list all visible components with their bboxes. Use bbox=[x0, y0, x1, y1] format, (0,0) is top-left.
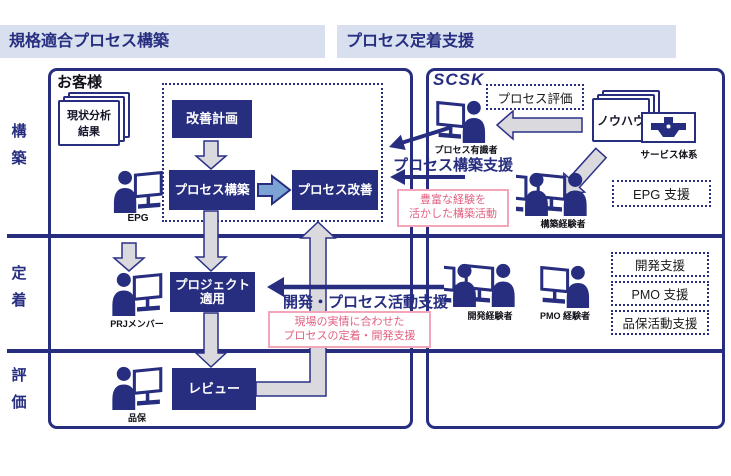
service-system-label: サービス体系 bbox=[640, 150, 698, 161]
process-expert-label: プロセス有識者 bbox=[434, 145, 498, 155]
customer-title: お客様 bbox=[57, 74, 103, 91]
note-establish-line1: 現場の実情に合わせた bbox=[294, 315, 405, 328]
step-improvement-plan: 改善計画 bbox=[172, 100, 252, 138]
support-box-pmo: PMO 支援 bbox=[611, 281, 709, 306]
step-process-improve: プロセス改善 bbox=[292, 170, 378, 210]
epg-support-box: EPG 支援 bbox=[612, 180, 711, 207]
build-support-label: プロセス構築支援 bbox=[393, 157, 514, 174]
scsk-logo: SCSK bbox=[433, 70, 485, 89]
dev-experts-label: 開発経験者 bbox=[467, 311, 513, 321]
header-build-process: 規格適合プロセス構築 bbox=[0, 25, 325, 58]
epg-person-icon bbox=[112, 170, 164, 213]
build-experts-label: 構築経験者 bbox=[540, 219, 586, 229]
step-process-build: プロセス構築 bbox=[169, 170, 255, 210]
phase-evaluate-label: 評価 bbox=[11, 367, 27, 411]
dev-experts-icon bbox=[444, 263, 536, 307]
note-establish-support: 現場の実情に合わせた プロセスの定着・開発支援 bbox=[268, 311, 431, 348]
process-eval-box: プロセス評価 bbox=[486, 84, 584, 110]
scsk-box bbox=[426, 68, 725, 429]
analysis-doc-line1: 現状分析 bbox=[67, 110, 111, 122]
analysis-doc-line2: 結果 bbox=[78, 126, 100, 138]
service-system-box bbox=[641, 112, 696, 143]
dev-support-label: 開発・プロセス活動支援 bbox=[283, 294, 449, 311]
step-review: レビュー bbox=[172, 368, 256, 410]
epg-label: EPG bbox=[127, 213, 149, 224]
divider-establish-evaluate bbox=[7, 349, 725, 353]
analysis-doc-stack: 現状分析 結果 bbox=[58, 92, 134, 152]
header-establish-support: プロセス定着支援 bbox=[337, 25, 676, 58]
note-build-line2: 活かした構築活動 bbox=[409, 208, 497, 220]
qa-label: 品保 bbox=[127, 413, 146, 423]
note-build-activity: 豊富な経験を 活かした構築活動 bbox=[397, 189, 509, 227]
phase-build-label: 構築 bbox=[11, 123, 27, 167]
qa-person-icon bbox=[110, 366, 164, 410]
pmo-expert-label: PMO 経験者 bbox=[539, 311, 590, 321]
service-system-icon bbox=[651, 117, 686, 137]
prj-member-icon bbox=[110, 272, 164, 316]
step-project-apply: プロジェクト 適用 bbox=[170, 272, 255, 312]
process-expert-icon bbox=[434, 100, 488, 143]
header-right-label: プロセス定着支援 bbox=[346, 33, 475, 50]
build-experts-icon bbox=[516, 172, 608, 216]
support-box-dev: 開発支援 bbox=[611, 252, 709, 277]
knowhow-sheet-front: ノウハウ bbox=[592, 98, 650, 142]
support-box-qa: 品保活動支援 bbox=[611, 310, 709, 335]
customer-box bbox=[48, 68, 413, 429]
divider-build-establish bbox=[7, 234, 725, 238]
note-build-line1: 豊富な経験を bbox=[420, 194, 486, 207]
knowhow-label: ノウハウ bbox=[596, 113, 645, 128]
analysis-doc-sheet-front: 現状分析 結果 bbox=[58, 100, 120, 146]
header-left-label: 規格適合プロセス構築 bbox=[9, 33, 170, 50]
step-project-apply-line2: 適用 bbox=[199, 292, 225, 306]
note-establish-line2: プロセスの定着・開発支援 bbox=[283, 329, 416, 342]
step-project-apply-line1: プロジェクト bbox=[174, 277, 250, 292]
pmo-expert-icon bbox=[538, 265, 592, 308]
prj-member-label: PRJメンバー bbox=[110, 319, 164, 329]
phase-establish-label: 定着 bbox=[11, 265, 27, 309]
